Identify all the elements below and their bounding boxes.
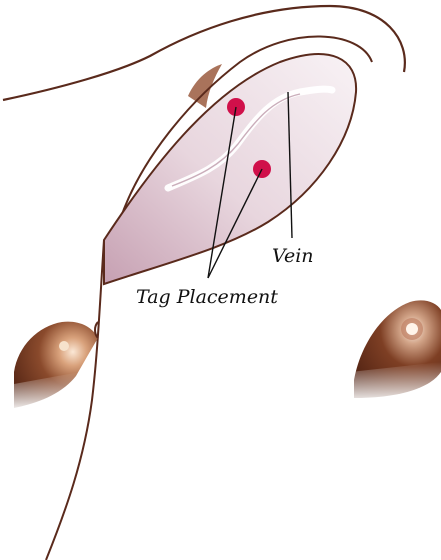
- tag-placement-label: Tag Placement: [136, 286, 278, 308]
- eye-left: [14, 322, 98, 412]
- vein-label: Vein: [272, 245, 314, 267]
- eye-right: [350, 300, 441, 404]
